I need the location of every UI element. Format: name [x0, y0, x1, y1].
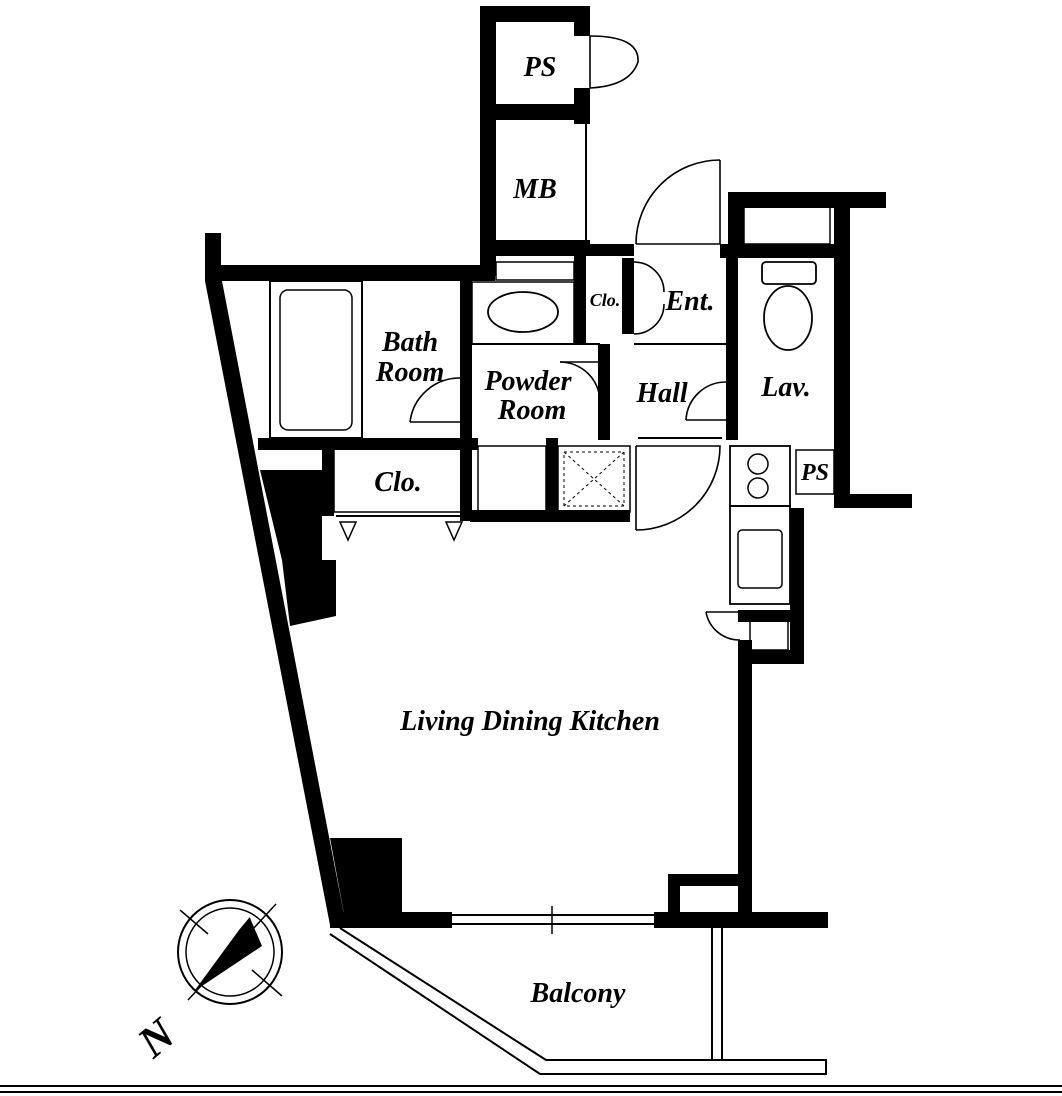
room-label-closet-entry: Clo. [590, 290, 621, 310]
room-label-bath-1: Bath [381, 327, 438, 358]
powder-sink [487, 291, 559, 333]
balcony-rail [329, 927, 827, 1075]
room-label-balcony: Balcony [530, 978, 626, 1009]
stove-burner [747, 477, 769, 499]
compass-icon [177, 899, 283, 1005]
compass-north-label: N [128, 1008, 186, 1068]
room-label-ldk: Living Dining Kitchen [399, 706, 660, 737]
bathtub [269, 280, 363, 439]
room-label-ps-right: PS [800, 460, 829, 486]
kitchen-sink [737, 529, 783, 589]
room-label-lavatory: Lav. [760, 372, 811, 403]
toilet [763, 285, 813, 351]
room-label-powder-2: Room [497, 395, 566, 426]
room-label-ps-left: PS [289, 573, 323, 604]
room-label-entrance: Ent. [664, 286, 714, 317]
room-label-ps-top: PS [523, 52, 557, 83]
room-label-closet: Clo. [374, 467, 421, 498]
room-labels: PS MB Clo. Ent. Bath Room Powder Room Ha… [128, 52, 829, 1068]
room-label-powder-1: Powder [483, 366, 572, 397]
doors [409, 35, 741, 641]
room-label-hall: Hall [635, 378, 688, 409]
fixtures [0, 120, 1062, 1093]
room-label-bath-2: Room [375, 357, 444, 388]
room-label-mb: MB [512, 174, 557, 205]
stove-burner [747, 453, 769, 475]
